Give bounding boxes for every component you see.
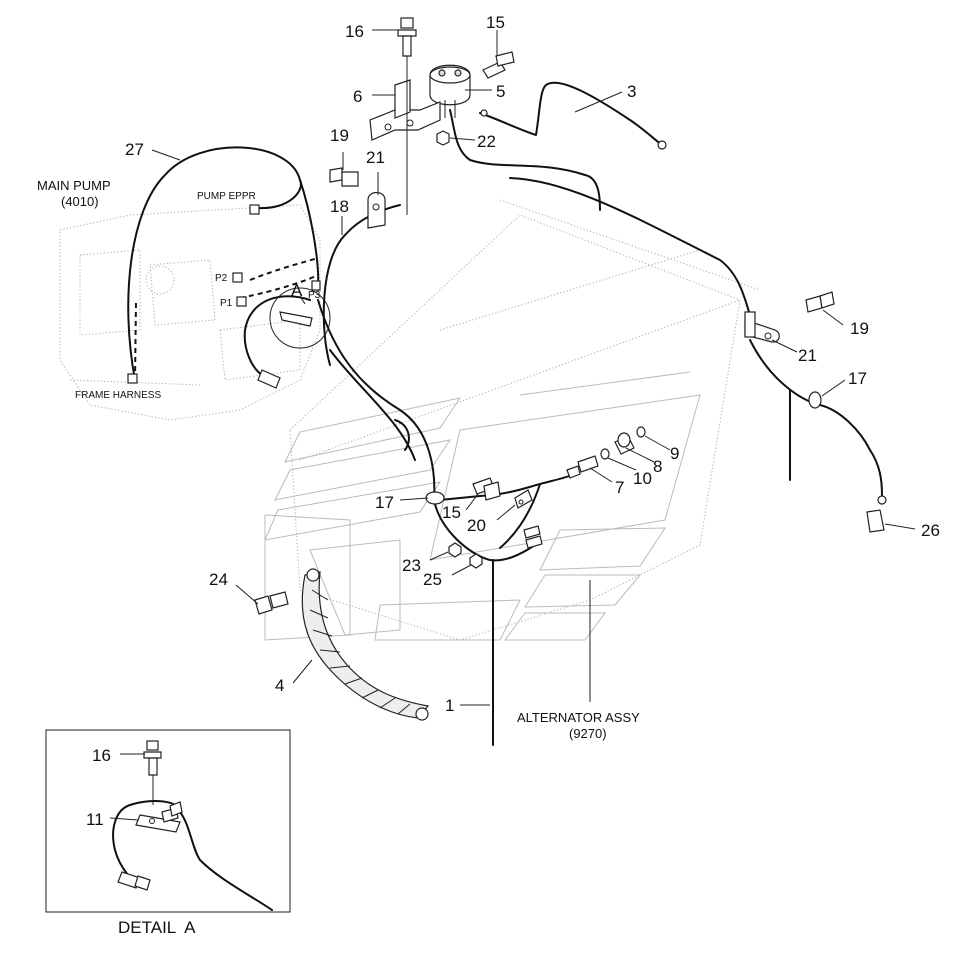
callout-26: 26 (921, 521, 940, 540)
bolt-24 (254, 591, 289, 615)
callout-1: 1 (445, 696, 454, 715)
p1-label: P1 (220, 298, 233, 309)
detail-a-box (45, 729, 291, 913)
callout-5: 5 (496, 82, 505, 101)
callout-19-left: 19 (330, 126, 349, 145)
main-pump-label: MAIN PUMP (37, 178, 111, 193)
callout-19-right: 19 (850, 319, 869, 338)
callout-24: 24 (209, 570, 228, 589)
callout-8: 8 (653, 457, 662, 476)
oring-9 (636, 426, 646, 438)
detail-callout-16: 16 (92, 746, 111, 765)
callout-18: 18 (330, 197, 349, 216)
callout-15-center: 15 (442, 503, 461, 522)
callout-17-right: 17 (848, 369, 867, 388)
wire-3-terminal (657, 140, 667, 150)
p1-connector (236, 296, 247, 307)
harness-top (449, 81, 883, 746)
oring-10 (600, 448, 610, 460)
nut-23 (448, 542, 462, 558)
nut-25 (469, 553, 483, 569)
p3-connector (311, 280, 321, 291)
wire-3-end (480, 109, 488, 117)
frame-harness-connector (127, 373, 138, 384)
callout-7: 7 (615, 478, 624, 497)
ground-strap-4 (301, 568, 430, 721)
clip-17-right (808, 391, 822, 409)
detail-bolt-16 (143, 740, 162, 805)
sensor-7 (566, 455, 599, 479)
callout-20: 20 (467, 516, 486, 535)
bolt-15-top (482, 51, 515, 79)
bolt-15-center (472, 477, 501, 501)
callout-22: 22 (477, 132, 496, 151)
clip-20 (514, 489, 533, 509)
callout-21-left: 21 (366, 148, 385, 167)
engine-ghost (264, 199, 761, 641)
callout-21-right: 21 (798, 346, 817, 365)
detail-callout-11: 11 (86, 810, 104, 829)
p2-connector (232, 272, 243, 283)
battery-relay-5 (429, 64, 471, 118)
labels: MAIN PUMP (4010) PUMP EPPR P2 P1 P3 A FR… (37, 178, 640, 937)
bolt-16 (397, 17, 417, 215)
bolt-19-left (329, 167, 359, 187)
pump-eppr-label: PUMP EPPR (197, 191, 256, 202)
callout-10: 10 (633, 469, 652, 488)
detail-clip-11 (135, 801, 183, 833)
detail-a-marker (243, 287, 331, 389)
detail-a-title: DETAIL A (118, 918, 196, 937)
callout-4: 4 (275, 676, 284, 695)
pump-eppr-connector (249, 204, 260, 215)
callout-15-top: 15 (486, 13, 505, 32)
p3-label: P3 (308, 290, 321, 301)
callout-16: 16 (345, 22, 364, 41)
leader-lines (151, 29, 916, 706)
callout-6: 6 (353, 87, 362, 106)
detail-sensor (117, 871, 151, 891)
callout-9: 9 (670, 444, 679, 463)
main-pump-code: (4010) (61, 194, 99, 209)
clip-21-right (744, 311, 780, 343)
callouts: 16 15 6 5 3 22 27 19 21 18 19 21 17 17 1… (86, 13, 940, 829)
bracket-6 (369, 79, 441, 141)
callout-27: 27 (125, 140, 144, 159)
terminal-26 (866, 495, 887, 533)
bracket-connectors (523, 525, 543, 549)
alternator-label: ALTERNATOR ASSY (517, 710, 640, 725)
frame-harness-label: FRAME HARNESS (75, 390, 161, 401)
clip-21-left (367, 191, 386, 229)
callout-17-center: 17 (375, 493, 394, 512)
harness-27 (127, 146, 321, 384)
callout-23: 23 (402, 556, 421, 575)
p2-label: P2 (215, 273, 228, 284)
detail-a-marker-label: A (291, 281, 303, 300)
callout-25: 25 (423, 570, 442, 589)
bolt-19-right (805, 291, 835, 313)
callout-3: 3 (627, 82, 636, 101)
alternator-code: (9270) (569, 726, 607, 741)
nut-22 (436, 130, 450, 146)
